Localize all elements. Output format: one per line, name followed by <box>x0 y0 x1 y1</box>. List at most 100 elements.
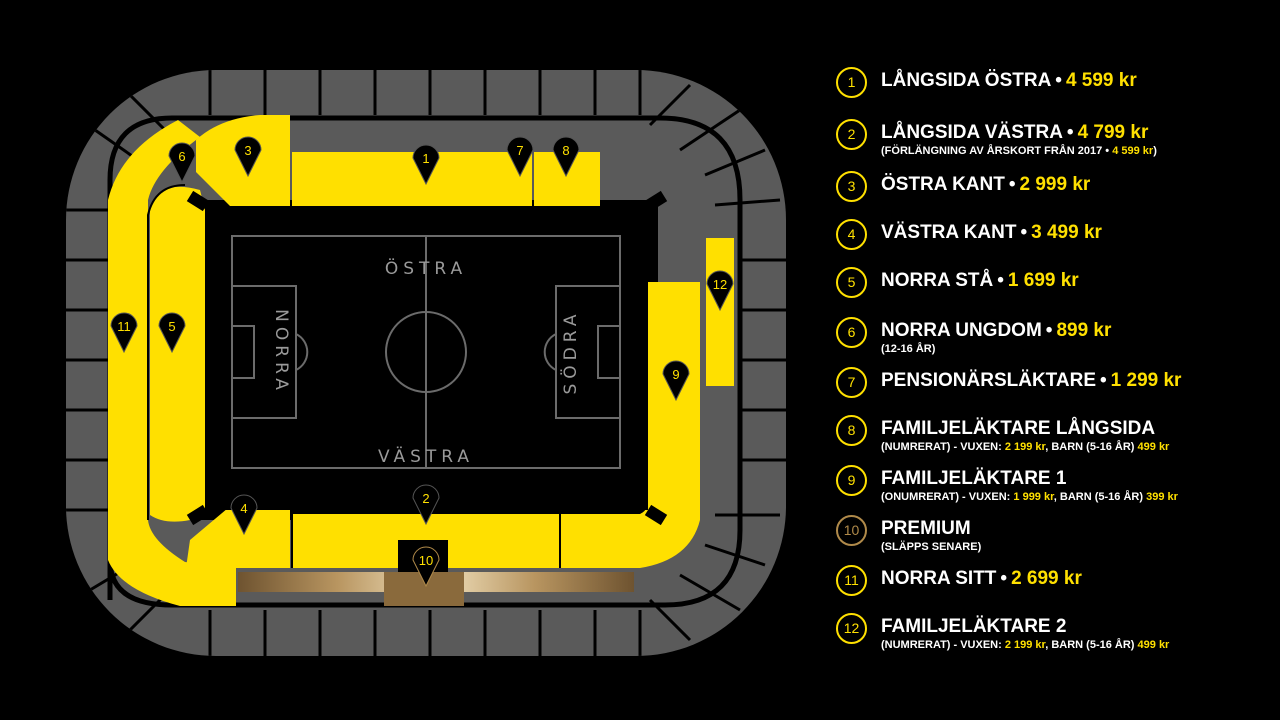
separator-dot: • <box>1055 70 1062 91</box>
legend-note-text: (NUMRERAT) - VUXEN: <box>881 441 1002 453</box>
separator-dot: • <box>1020 222 1028 243</box>
legend-note-price: 4 599 kr <box>1109 145 1154 157</box>
map-pin-11[interactable]: 11 <box>110 312 138 354</box>
legend-note-text: , BARN (5-16 ÅR) <box>1053 491 1147 503</box>
legend-section-name: FAMILJELÄKTARE LÅNGSIDA <box>881 418 1156 439</box>
map-pin-marker-icon <box>412 484 440 526</box>
map-pin-5[interactable]: 5 <box>158 312 186 354</box>
legend-number-badge: 5 <box>836 267 867 298</box>
separator-dot: • <box>1000 568 1008 589</box>
football-pitch: ÖSTRA VÄSTRA NORRA SÖDRA <box>186 190 668 526</box>
legend-item-2[interactable]: 2 LÅNGSIDA VÄSTRA•4 799 kr (FÖRLÄNGNING AV… <box>836 116 1276 160</box>
legend-price: 1 699 kr <box>1007 270 1079 291</box>
legend-price: 4 799 kr <box>1077 122 1149 143</box>
map-pin-marker-icon <box>412 144 440 186</box>
separator-dot: • <box>1100 370 1107 391</box>
legend-item-12[interactable]: 12 FAMILJELÄKTARE 2 (NUMRERAT) - VUXEN: 2 … <box>836 610 1276 654</box>
legend-note-price: 2 199 kr <box>1001 639 1046 651</box>
map-pin-label: 9 <box>672 367 679 382</box>
legend-note-text: , BARN (5-16 ÅR) <box>1045 441 1138 453</box>
legend-note: (NUMRERAT) - VUXEN: 2 199 kr, BARN (5-16… <box>881 639 1169 651</box>
map-pin-label: 2 <box>422 491 429 506</box>
legend-number-badge: 9 <box>836 465 867 496</box>
map-pin-12[interactable]: 12 <box>706 270 734 312</box>
legend-section-name: FAMILJELÄKTARE 2 <box>881 616 1067 637</box>
map-pin-marker-icon <box>706 270 734 312</box>
legend-price: 4 599 kr <box>1065 70 1137 91</box>
map-pin-label: 4 <box>240 501 247 516</box>
legend-section-name: NORRA SITT <box>881 568 997 589</box>
map-pin-label: 3 <box>244 143 251 158</box>
map-pin-4[interactable]: 4 <box>230 494 258 536</box>
legend-price: 2 999 kr <box>1019 174 1091 195</box>
legend-item-1[interactable]: 1 LÅNGSIDA ÖSTRA•4 599 kr <box>836 64 1276 108</box>
legend-note-text: (12-16 ÅR) <box>881 343 936 355</box>
legend-note-text: (NUMRERAT) - VUXEN: <box>881 639 1002 651</box>
legend-section-name: FAMILJELÄKTARE 1 <box>881 468 1067 489</box>
map-pin-9[interactable]: 9 <box>662 360 690 402</box>
legend-section-name: NORRA STÅ <box>881 270 994 291</box>
legend-price: 2 699 kr <box>1011 568 1082 589</box>
legend-note: (NUMRERAT) - VUXEN: 2 199 kr, BARN (5-16… <box>881 441 1169 453</box>
separator-dot: • <box>1066 122 1074 143</box>
legend-price: 1 299 kr <box>1110 370 1182 391</box>
legend-number-badge: 1 <box>836 67 867 98</box>
legend-section-name: LÅNGSIDA VÄSTRA <box>881 122 1063 143</box>
map-pin-marker-icon <box>662 360 690 402</box>
map-pin-marker-icon <box>234 136 262 178</box>
map-pin-label: 11 <box>117 319 131 334</box>
section-12[interactable] <box>706 238 734 386</box>
legend-price: 3 499 kr <box>1031 222 1102 243</box>
pitch-label-norra: NORRA <box>271 309 291 395</box>
map-pin-marker-icon <box>230 494 258 536</box>
legend-section-name: ÖSTRA KANT <box>881 174 1005 195</box>
legend-note: (FÖRLÄNGNING AV ÅRSKORT FRÅN 2017 • 4 59… <box>881 145 1157 157</box>
map-pin-marker-icon <box>110 312 138 354</box>
section-11[interactable] <box>108 120 236 606</box>
map-pin-label: 12 <box>713 277 727 292</box>
map-pin-6[interactable]: 6 <box>168 142 196 184</box>
legend-section-name: NORRA UNGDOM <box>881 320 1042 341</box>
pitch-label-ostra: ÖSTRA <box>385 257 467 279</box>
legend-note-price: 499 kr <box>1137 441 1170 453</box>
map-pin-label: 6 <box>178 149 185 164</box>
legend-price: 899 kr <box>1056 320 1112 341</box>
separator-dot: • <box>1045 320 1053 341</box>
map-pin-marker-icon <box>168 142 196 184</box>
legend-note-text: ) <box>1153 145 1157 157</box>
legend-note-price: 399 kr <box>1146 491 1178 503</box>
map-pin-label: 10 <box>419 553 433 568</box>
legend-note-price: 499 kr <box>1137 639 1170 651</box>
map-pin-1[interactable]: 1 <box>412 144 440 186</box>
legend-note-price: 2 199 kr <box>1001 441 1046 453</box>
section-4[interactable] <box>186 508 290 568</box>
legend-number-badge: 12 <box>836 613 867 644</box>
legend-number-badge: 2 <box>836 119 867 150</box>
section-1[interactable] <box>292 152 506 206</box>
legend-number-badge: 4 <box>836 219 867 250</box>
map-pin-label: 5 <box>168 319 175 334</box>
map-pin-label: 7 <box>516 143 523 158</box>
map-pin-8[interactable]: 8 <box>552 136 580 178</box>
legend-note-text: (SLÄPPS SENARE) <box>881 541 982 553</box>
section-5[interactable] <box>150 186 205 522</box>
legend-section-name: PENSIONÄRSLÄKTARE <box>881 370 1096 391</box>
section-9[interactable] <box>560 282 700 568</box>
map-pin-7[interactable]: 7 <box>506 136 534 178</box>
map-pin-10[interactable]: 10 <box>412 546 440 588</box>
map-pin-marker-icon <box>506 136 534 178</box>
legend-section-name: LÅNGSIDA ÖSTRA <box>881 70 1052 91</box>
map-pin-3[interactable]: 3 <box>234 136 262 178</box>
map-pin-2[interactable]: 2 <box>412 484 440 526</box>
legend-note: (12-16 ÅR) <box>881 343 935 355</box>
